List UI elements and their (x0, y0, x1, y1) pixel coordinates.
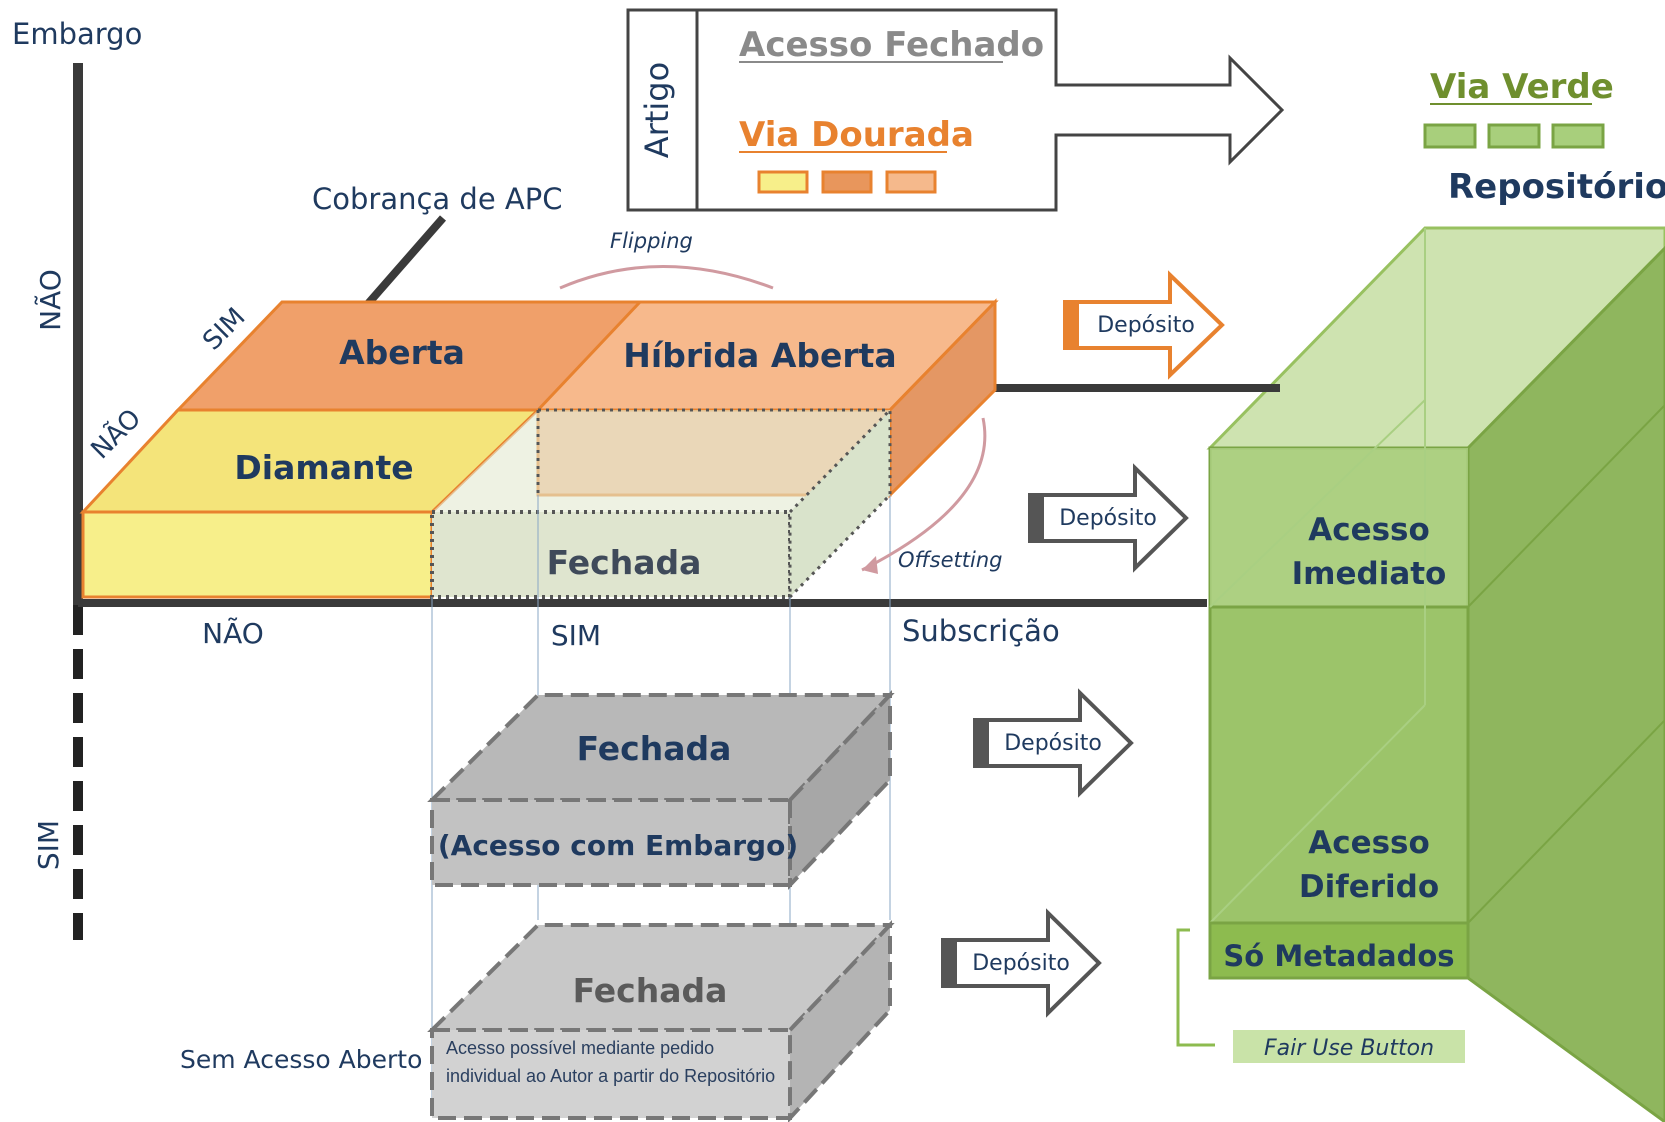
hibrida-label: Híbrida Aberta (623, 336, 896, 375)
deposit-arrow-1 (1063, 270, 1225, 380)
metadados-label: Só Metadados (1223, 939, 1454, 973)
gray-blocks (427, 690, 895, 1122)
apc-axis-title: Cobrança de APC (312, 182, 562, 216)
bottom-note-text: Acesso possível mediante pedido individu… (446, 1038, 776, 1086)
imediato-line-2: Imediato (1292, 556, 1447, 592)
offsetting-label: Offsetting (898, 548, 1003, 572)
gold-swatch-peach (885, 170, 937, 194)
fechada-embargo-label: Fechada (577, 729, 732, 768)
gold-swatch-yellow (757, 170, 809, 194)
gold-swatch-orange (821, 170, 873, 194)
subscription-nao-label: NÃO (202, 617, 264, 650)
fechada-top-label: Fechada (547, 543, 702, 582)
embargo-sub-label: (Acesso com Embargo) (438, 829, 798, 862)
deposit-arrows (941, 270, 1225, 1018)
diferido-line-1: Acesso (1308, 825, 1430, 861)
subscription-sim-label: SIM (551, 619, 601, 652)
gold-blocks (79, 298, 999, 601)
deposit-label-4: Depósito (972, 951, 1070, 976)
aberta-label: Aberta (339, 333, 465, 372)
deposit-arrow-2 (1028, 463, 1189, 573)
repository-label: Repositório (1448, 167, 1665, 207)
subscription-axis-title: Subscrição (902, 614, 1060, 648)
diferido-line-2: Diferido (1299, 869, 1439, 905)
green-swatch-2 (1487, 123, 1541, 149)
embargo-nao-label: NÃO (34, 269, 67, 331)
deposit-label-1: Depósito (1097, 313, 1195, 338)
flipping-label: Flipping (610, 229, 693, 253)
flipping-arc (559, 265, 774, 290)
closed-access-label: Acesso Fechado (739, 25, 1044, 65)
offsetting-arc (861, 417, 987, 572)
embargo-sim-label: SIM (32, 820, 65, 870)
bottom-note-container: Acesso possível mediante pedido individu… (446, 1038, 776, 1086)
deposit-arrow-4 (941, 908, 1102, 1018)
fair-use-label-bg (1233, 1030, 1465, 1063)
deposit-arrow-3 (973, 688, 1134, 798)
fechada-bottom-label: Fechada (573, 971, 728, 1010)
sem-acesso-label: Sem Acesso Aberto (180, 1045, 422, 1074)
gold-road-label: Via Dourada (739, 115, 974, 155)
legend-box (626, 8, 1605, 212)
green-road-label: Via Verde (1430, 67, 1614, 107)
axes (73, 63, 1280, 940)
imediato-line-1: Acesso (1308, 512, 1430, 548)
embargo-axis-title: Embargo (12, 17, 142, 51)
repository-cube (1206, 226, 1665, 1122)
deposit-label-2: Depósito (1059, 506, 1157, 531)
green-swatch-3 (1551, 123, 1605, 149)
fair-use-bracket (1176, 928, 1215, 1047)
legend-vertical-label: Artigo (638, 62, 676, 158)
fair-use-label: Fair Use Button (1264, 1036, 1434, 1061)
diamante-label: Diamante (234, 448, 413, 487)
deposit-label-3: Depósito (1004, 731, 1102, 756)
green-swatch-1 (1423, 123, 1477, 149)
